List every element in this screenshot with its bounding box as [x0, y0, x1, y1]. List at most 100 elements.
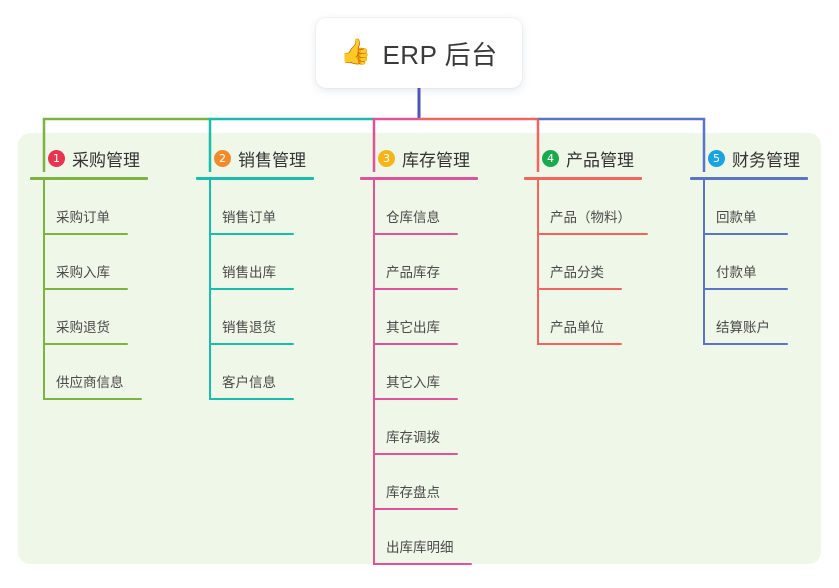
leaf-node-label: 回款单 [716, 210, 757, 225]
leaf-node[interactable]: 付款单 [690, 235, 808, 290]
leaf-node[interactable]: 销售订单 [196, 180, 314, 235]
leaf-underline [538, 288, 622, 290]
branch-spine [373, 180, 375, 565]
branch-underline [30, 177, 148, 180]
leaf-node[interactable]: 仓库信息 [360, 180, 478, 235]
leaf-underline [44, 343, 128, 345]
leaf-node[interactable]: 其它入库 [360, 345, 478, 400]
leaf-node-label: 产品单位 [550, 320, 604, 335]
branch-title: 采购管理 [72, 150, 140, 170]
leaf-underline [44, 233, 128, 235]
leaf-underline [44, 288, 128, 290]
thumbs-up-icon: 👍 [340, 37, 372, 66]
leaf-underline [210, 398, 294, 400]
leaf-node[interactable]: 产品（物料） [524, 180, 648, 235]
branch-number-badge: 2 [214, 149, 231, 167]
branch-number-badge: 4 [542, 149, 559, 167]
leaf-underline [210, 288, 294, 290]
branch-spine [209, 180, 211, 400]
branch-4[interactable]: 4 产品管理产品（物料） 产品分类产品单位 [524, 145, 648, 345]
leaf-underline [44, 398, 142, 400]
leaf-node[interactable]: 产品库存 [360, 235, 478, 290]
leaf-node-label: 采购退货 [56, 320, 110, 335]
branch-title: 财务管理 [732, 150, 800, 170]
leaf-underline [374, 508, 458, 510]
leaf-underline [374, 453, 458, 455]
branch-header[interactable]: 5 财务管理 [690, 145, 808, 171]
branch-title: 销售管理 [238, 150, 306, 170]
leaf-node[interactable]: 出库库明细 [360, 510, 478, 565]
leaf-node-label: 仓库信息 [386, 210, 440, 225]
leaf-node-label: 库存调拨 [386, 430, 440, 445]
leaf-node[interactable]: 回款单 [690, 180, 808, 235]
branch-underline [196, 177, 314, 180]
leaf-underline [210, 233, 294, 235]
leaf-underline [210, 343, 294, 345]
leaf-node-label: 销售退货 [222, 320, 276, 335]
leaf-node-label: 出库库明细 [386, 540, 454, 555]
branch-number-badge: 5 [708, 149, 725, 167]
leaf-underline [374, 233, 458, 235]
branch-header[interactable]: 3 库存管理 [360, 145, 478, 171]
leaf-underline [374, 288, 458, 290]
leaf-node-label: 库存盘点 [386, 485, 440, 500]
leaf-underline [538, 233, 648, 235]
leaf-node[interactable]: 采购退货 [30, 290, 148, 345]
leaf-node[interactable]: 结算账户 [690, 290, 808, 345]
leaf-node-label: 其它出库 [386, 320, 440, 335]
leaf-node-label: 付款单 [716, 265, 757, 280]
leaf-node[interactable]: 销售退货 [196, 290, 314, 345]
leaf-node-label: 采购入库 [56, 265, 110, 280]
branch-5[interactable]: 5 财务管理回款单付款单结算账户 [690, 145, 808, 345]
branch-spine [703, 180, 705, 345]
leaf-underline [704, 343, 788, 345]
leaf-node[interactable]: 产品单位 [524, 290, 642, 345]
leaf-node[interactable]: 产品分类 [524, 235, 642, 290]
leaf-underline [704, 233, 788, 235]
leaf-underline [374, 563, 472, 565]
branch-number-badge: 1 [48, 149, 65, 167]
branch-2[interactable]: 2 销售管理销售订单销售出库销售退货客户信息 [196, 145, 314, 400]
leaf-node-label: 销售出库 [222, 265, 276, 280]
leaf-node-label: 产品分类 [550, 265, 604, 280]
branch-items: 产品（物料） 产品分类产品单位 [524, 180, 648, 345]
branch-items: 回款单付款单结算账户 [690, 180, 808, 345]
leaf-node[interactable]: 采购订单 [30, 180, 148, 235]
branch-spine [43, 180, 45, 400]
root-node-title: ERP 后台 [382, 39, 498, 70]
branch-items: 销售订单销售出库销售退货客户信息 [196, 180, 314, 400]
branch-1[interactable]: 1 采购管理采购订单采购入库采购退货供应商信息 [30, 145, 148, 400]
leaf-node[interactable]: 其它出库 [360, 290, 478, 345]
branch-header[interactable]: 1 采购管理 [30, 145, 148, 171]
branch-3[interactable]: 3 库存管理仓库信息产品库存其它出库其它入库库存调拨库存盘点出库库明细 [360, 145, 478, 565]
branch-items: 采购订单采购入库采购退货供应商信息 [30, 180, 148, 400]
root-node[interactable]: 👍 ERP 后台 [316, 18, 522, 88]
leaf-underline [704, 288, 788, 290]
leaf-node[interactable]: 供应商信息 [30, 345, 148, 400]
leaf-node[interactable]: 库存调拨 [360, 400, 478, 455]
leaf-node-label: 产品库存 [386, 265, 440, 280]
branch-items: 仓库信息产品库存其它出库其它入库库存调拨库存盘点出库库明细 [360, 180, 478, 565]
leaf-node[interactable]: 客户信息 [196, 345, 314, 400]
branch-underline [690, 177, 808, 180]
leaf-underline [374, 398, 458, 400]
branch-spine [537, 180, 539, 345]
leaf-node-label: 结算账户 [716, 320, 770, 335]
leaf-node-label: 产品（物料） [550, 210, 631, 225]
leaf-node[interactable]: 采购入库 [30, 235, 148, 290]
leaf-node-label: 供应商信息 [56, 375, 124, 390]
leaf-underline [374, 343, 458, 345]
branch-header[interactable]: 2 销售管理 [196, 145, 314, 171]
branch-title: 产品管理 [566, 150, 634, 170]
leaf-node[interactable]: 库存盘点 [360, 455, 478, 510]
branch-title: 库存管理 [402, 150, 470, 170]
branch-underline [524, 177, 642, 180]
leaf-node[interactable]: 销售出库 [196, 235, 314, 290]
leaf-underline [538, 343, 622, 345]
leaf-node-label: 采购订单 [56, 210, 110, 225]
leaf-node-label: 其它入库 [386, 375, 440, 390]
branch-number-badge: 3 [378, 149, 395, 167]
branch-header[interactable]: 4 产品管理 [524, 145, 642, 171]
diagram-panel [18, 133, 821, 564]
